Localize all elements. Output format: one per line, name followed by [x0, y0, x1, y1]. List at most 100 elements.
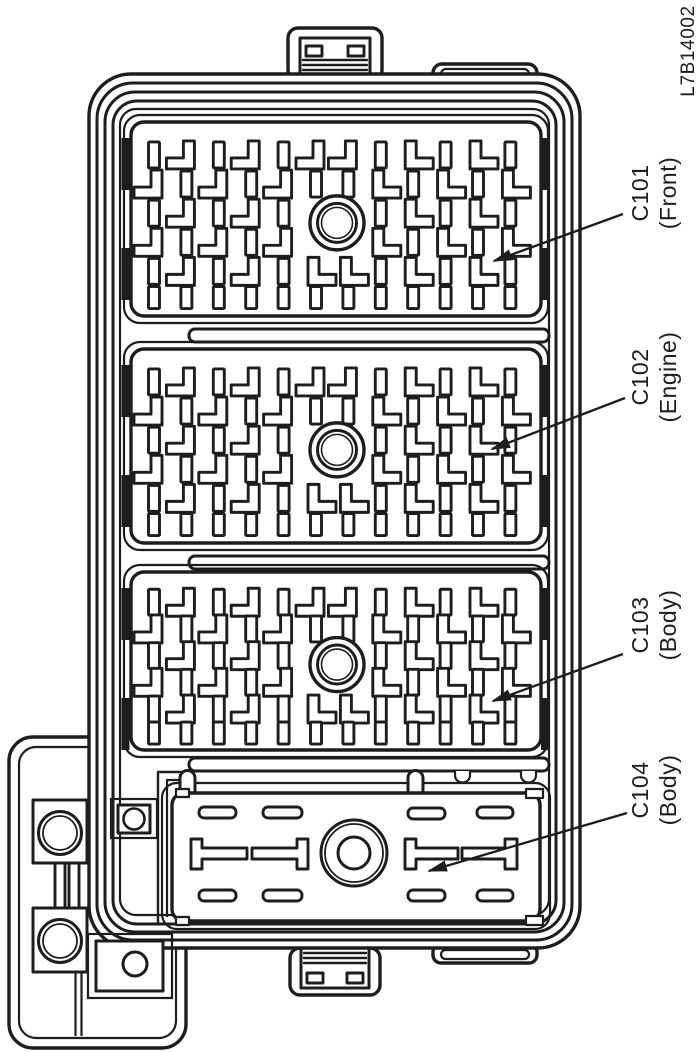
- c104-slot: [197, 805, 238, 820]
- pin-slot: [276, 367, 291, 397]
- pin-slot: [211, 367, 226, 397]
- pin-slot: [438, 367, 453, 397]
- pin-slot: [438, 483, 453, 513]
- pin-slot-l: [468, 482, 500, 514]
- connector-c101-face: [121, 113, 550, 325]
- pin-slot: [211, 587, 226, 617]
- pin-slot: [179, 285, 194, 311]
- pin-slot: [211, 483, 226, 513]
- pin-slot: [244, 396, 259, 426]
- pin-slot-l: [132, 226, 164, 258]
- pin-slot-l: [403, 139, 435, 171]
- pin-slot-l: [229, 424, 261, 456]
- pin-slot-l: [403, 255, 435, 287]
- pin-slot: [309, 720, 323, 746]
- housing-line-2: [95, 81, 574, 942]
- pin-slot: [438, 285, 453, 311]
- pin-slot-l: [371, 613, 403, 645]
- callout-c102: C102 (Engine): [490, 332, 681, 451]
- pin-slot: [503, 256, 518, 286]
- callout-c104-id: C104: [627, 762, 653, 819]
- pin-slot: [309, 512, 323, 538]
- c104-center-hole: [336, 835, 372, 871]
- pin-slot-l: [403, 424, 435, 456]
- pin-slot-l: [262, 168, 294, 200]
- pin-slot-l: [164, 693, 196, 725]
- pin-slot-l: [338, 693, 370, 725]
- pin-slot: [406, 169, 421, 199]
- pin-slot: [244, 512, 259, 538]
- housing-line-3: [103, 90, 566, 934]
- bracket-rib: [53, 861, 67, 910]
- pin-slot: [276, 425, 291, 455]
- pin-slot: [147, 285, 161, 311]
- pin-slot: [503, 483, 518, 513]
- hole-frame-bottom-hole: [121, 950, 149, 978]
- bolt-hole-top: [37, 810, 83, 856]
- pin-slot-l: [436, 168, 468, 200]
- pin-slot: [147, 483, 161, 513]
- pin-slot: [438, 641, 453, 671]
- pin-slot: [179, 454, 194, 484]
- latch-notch: [305, 971, 325, 985]
- pin-slot-l: [468, 255, 500, 287]
- pin-slot-l: [371, 226, 403, 258]
- pin-slot: [406, 227, 421, 257]
- c104-slot: [475, 805, 515, 820]
- panel-center-ring-inner: [316, 428, 358, 471]
- pin-slot: [373, 587, 388, 617]
- pin-slot: [438, 140, 453, 170]
- pin-slot-l: [306, 693, 338, 725]
- separator-bars: [156, 327, 551, 924]
- pin-slot-l: [500, 168, 532, 200]
- panel-key-tick: [541, 365, 549, 417]
- pin-slot: [211, 140, 226, 170]
- pin-slot-l: [403, 366, 435, 398]
- pin-slot: [438, 256, 453, 286]
- pin-slot: [341, 285, 356, 311]
- pin-slot: [471, 667, 485, 697]
- pin-slot: [438, 587, 453, 617]
- pin-slot: [244, 169, 259, 199]
- pin-slot: [503, 140, 518, 170]
- pin-slot-l: [262, 666, 294, 698]
- c104-outer-outline: [160, 781, 552, 931]
- pin-slot-l: [132, 168, 164, 200]
- pin-slot: [211, 720, 226, 746]
- pin-slot: [147, 256, 161, 286]
- c104-beam-slot: [189, 837, 249, 871]
- c104-slot: [197, 888, 238, 903]
- bolt-hole-bottom-inner: [42, 923, 78, 959]
- pin-slot-l: [294, 366, 326, 398]
- pin-slot-l: [371, 666, 403, 698]
- pin-slot-l: [164, 255, 196, 287]
- bolt-hole-top-inner: [42, 815, 78, 851]
- callout-c101: C101 (Front): [492, 157, 681, 263]
- hole-frame-bottom-outer: [86, 932, 174, 1000]
- pin-slot-l: [164, 640, 196, 672]
- pin-slot: [503, 587, 518, 617]
- pin-slot-l: [262, 613, 294, 645]
- callouts: C101 (Front) C102 (Engine) C103 (Body) C…: [427, 157, 681, 873]
- housing-line-4: [111, 99, 558, 926]
- pin-slot: [276, 641, 291, 671]
- pin-slot: [373, 483, 388, 513]
- pin-slot: [373, 720, 388, 746]
- pin-slot: [244, 285, 259, 311]
- pin-slot: [406, 667, 421, 697]
- pin-slot-l: [306, 482, 338, 514]
- pin-slot: [406, 614, 421, 644]
- pin-slot: [341, 396, 356, 426]
- separator-bar-3: [187, 756, 551, 773]
- pin-slot: [244, 614, 259, 644]
- separator-tab: [519, 769, 538, 784]
- separator-bar-2: [187, 554, 551, 571]
- pin-slot: [309, 285, 323, 311]
- pin-slot: [471, 720, 485, 746]
- c104-slot: [475, 888, 515, 903]
- pin-slot-l: [164, 586, 196, 618]
- pin-slot-l: [468, 197, 500, 229]
- callout-c101-id: C101: [627, 165, 653, 222]
- connector-c103-face: [121, 563, 550, 759]
- panel-key-tick: [541, 698, 549, 750]
